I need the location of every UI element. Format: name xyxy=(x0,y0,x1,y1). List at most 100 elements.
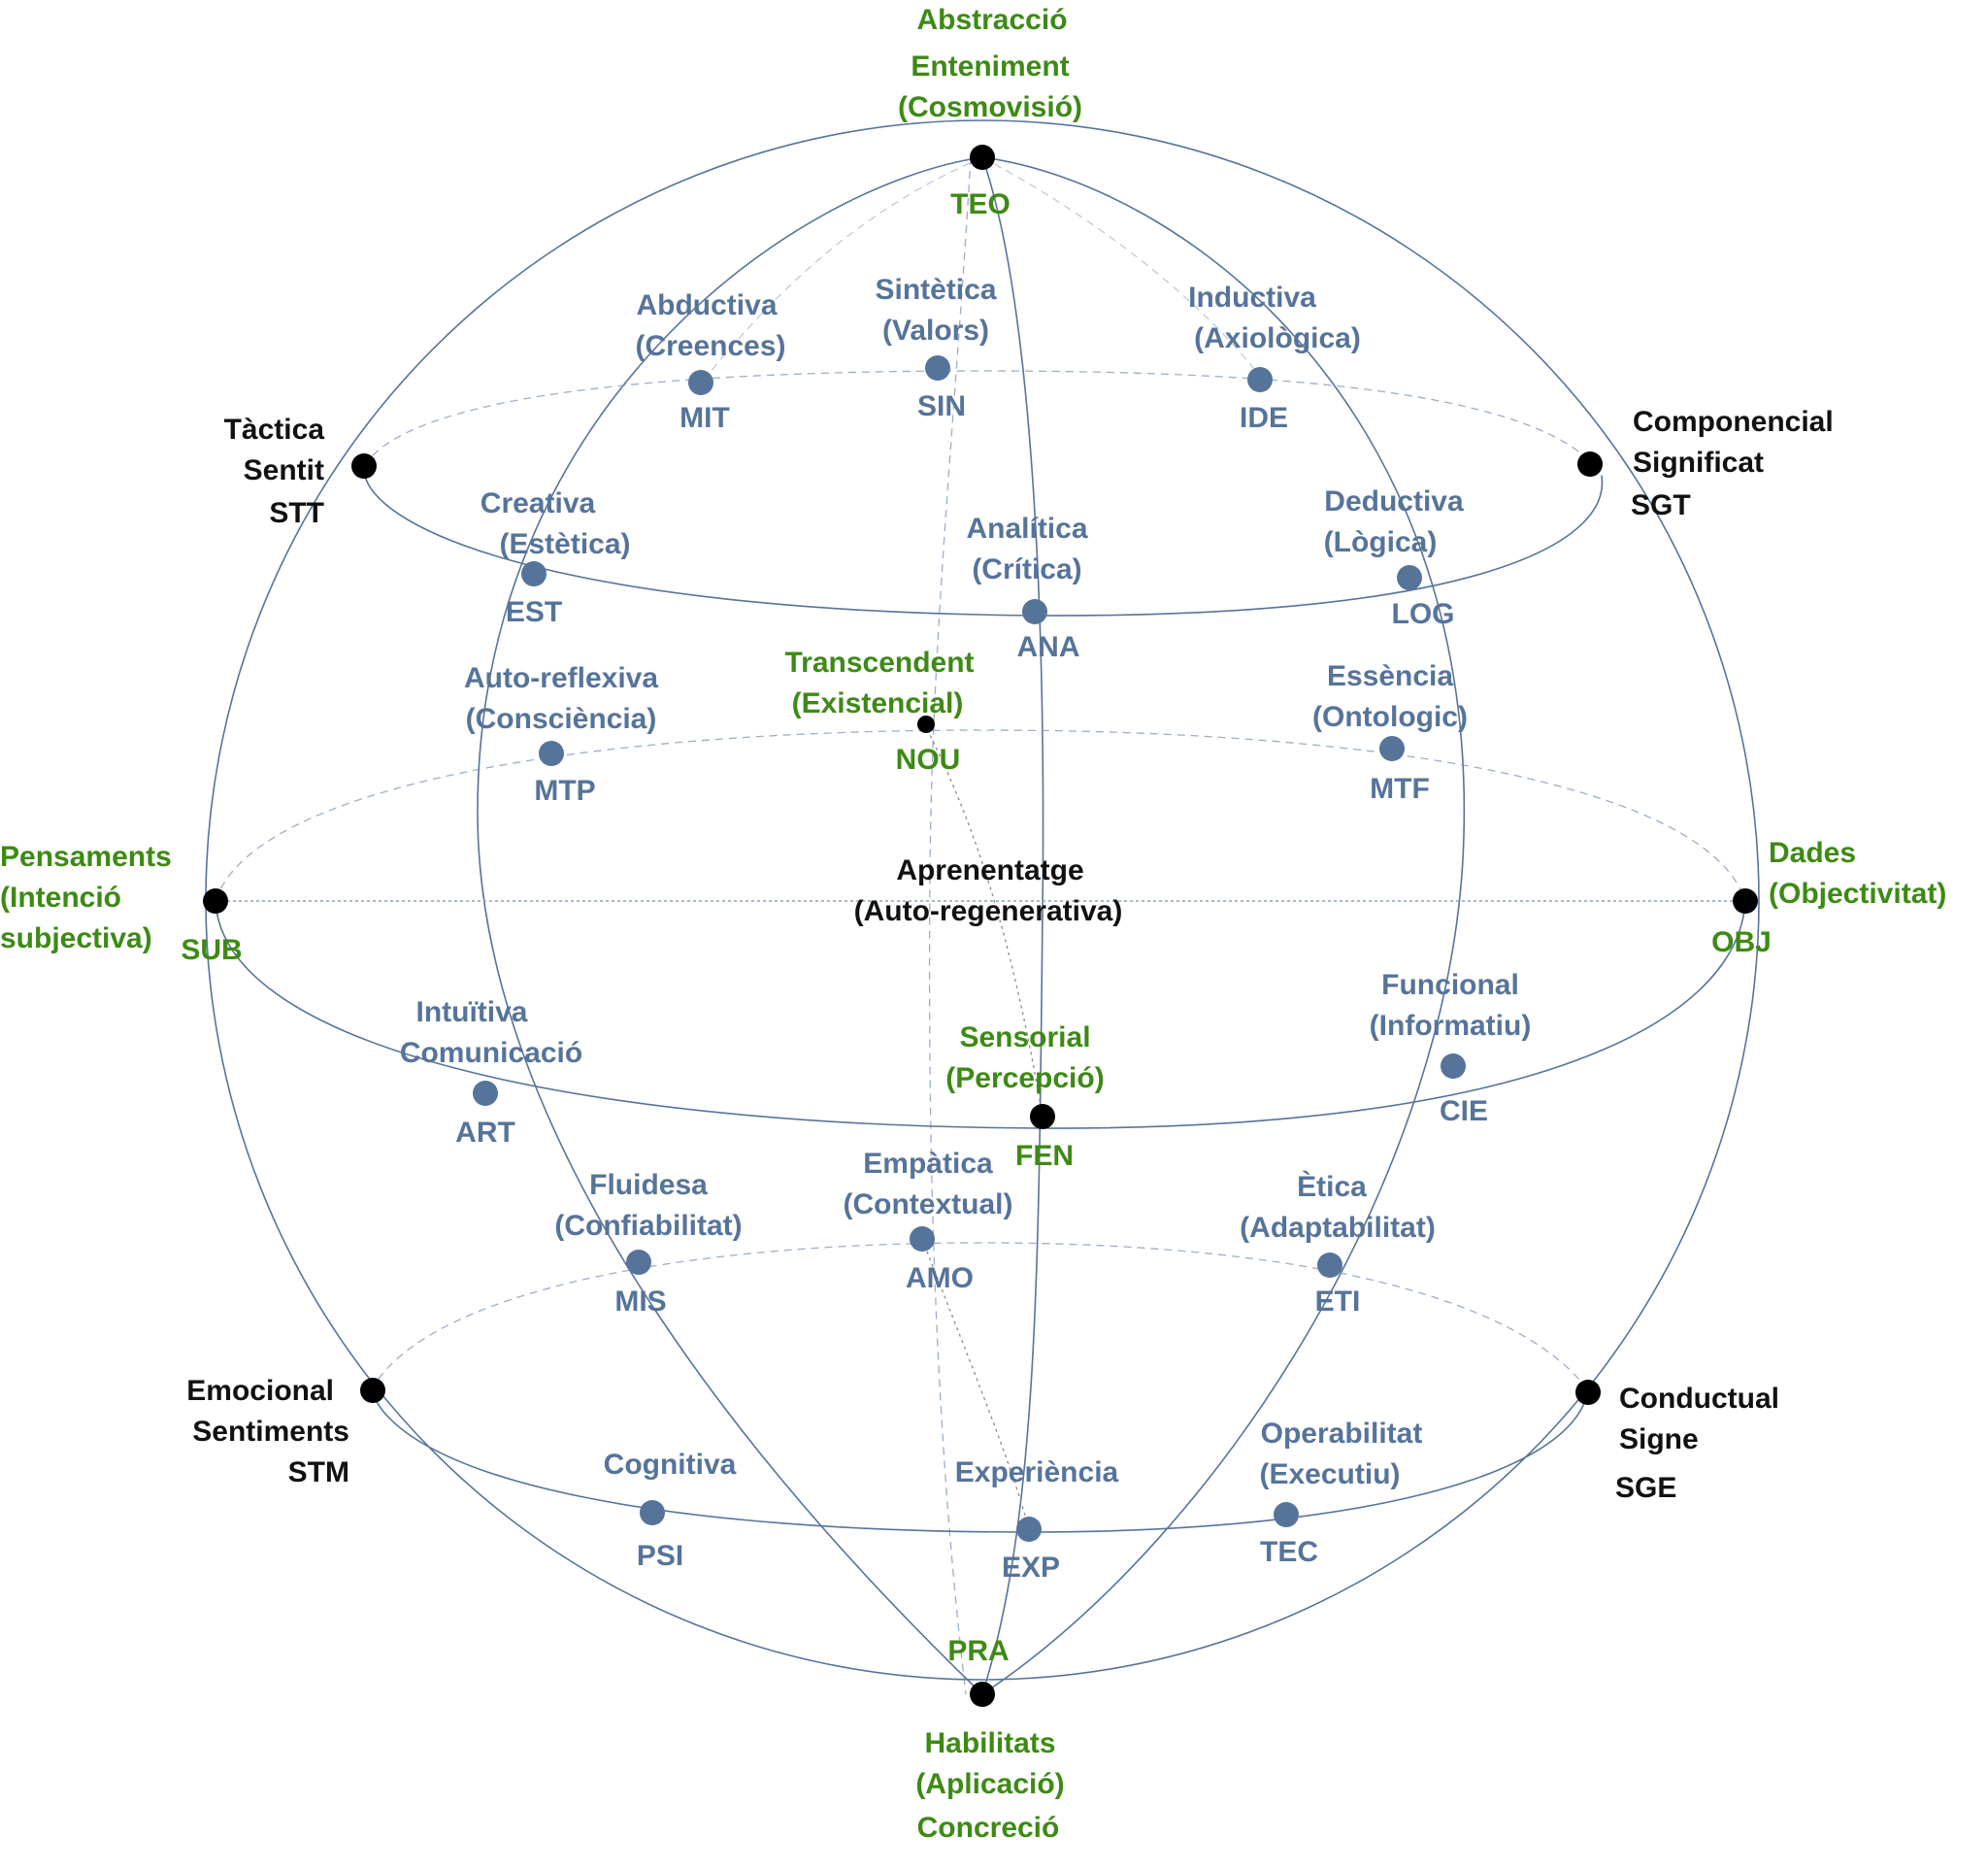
diagonal-amo-exp xyxy=(921,1238,1030,1530)
node-sge[interactable] xyxy=(1575,1380,1601,1405)
node-exp[interactable] xyxy=(1016,1517,1042,1542)
corner-tr-line2: Significat xyxy=(1633,447,1764,479)
node-fen[interactable] xyxy=(1030,1104,1055,1129)
left-pole-code: SUB xyxy=(181,934,242,966)
node-tec[interactable] xyxy=(1274,1502,1299,1527)
amo-line1: Empàtica xyxy=(863,1148,993,1180)
cie-line1: Funcional xyxy=(1381,969,1519,1001)
meridian-east-front xyxy=(981,156,1466,1695)
cie-code: CIE xyxy=(1440,1095,1488,1127)
node-mtf[interactable] xyxy=(1379,736,1405,761)
top-pole-line2: Enteniment xyxy=(911,50,1069,83)
node-cie[interactable] xyxy=(1441,1053,1466,1079)
left-pole-line2: (Intenció xyxy=(0,882,121,914)
node-sgt[interactable] xyxy=(1577,451,1603,477)
exp-code: EXP xyxy=(1002,1552,1060,1584)
node-teo[interactable] xyxy=(970,145,995,170)
equator-back xyxy=(215,729,1746,902)
node-pra[interactable] xyxy=(970,1682,995,1707)
top-pole-line3: (Cosmovisió) xyxy=(898,91,1082,123)
node-amo[interactable] xyxy=(910,1226,935,1252)
corner-bl-line1: Emocional xyxy=(186,1375,334,1407)
meridian-back-east xyxy=(981,156,1263,380)
mis-line1: Fluidesa xyxy=(589,1169,708,1201)
node-mtp[interactable] xyxy=(539,741,564,766)
top-pole-line1: Abstracció xyxy=(916,4,1067,36)
cie-line2: (Informatiu) xyxy=(1370,1010,1532,1042)
mtp-line2: (Consciència) xyxy=(466,703,657,735)
ide-line1: Inductiva xyxy=(1188,282,1316,314)
exp-line1: Experiència xyxy=(955,1456,1119,1488)
sphere-wireframe xyxy=(205,119,1760,1695)
nodes xyxy=(203,145,1758,1707)
tec-line1: Operabilitat xyxy=(1261,1418,1423,1450)
right-pole-code: OBJ xyxy=(1711,926,1772,958)
node-stm[interactable] xyxy=(360,1378,385,1403)
amo-code: AMO xyxy=(906,1262,974,1294)
node-sub[interactable] xyxy=(203,888,228,914)
nou-line1: Transcendent xyxy=(784,647,974,679)
node-mit[interactable] xyxy=(688,370,713,395)
ana-line1: Analítica xyxy=(966,513,1087,545)
mit-code: MIT xyxy=(679,402,730,434)
bottom-pole-line2: (Aplicació) xyxy=(915,1768,1064,1800)
left-pole-line1: Pensaments xyxy=(0,841,172,873)
node-log[interactable] xyxy=(1397,565,1422,590)
sin-code: SIN xyxy=(917,390,966,422)
corner-tl-line2: Sentit xyxy=(244,454,324,486)
mtf-code: MTF xyxy=(1370,773,1430,805)
labels: Abstracció Enteniment (Cosmovisió) TEO P… xyxy=(0,4,1946,1844)
diagonal-nou-fen xyxy=(923,722,1044,1118)
center-line1: Aprenentatge xyxy=(896,854,1083,886)
bottom-pole-code: PRA xyxy=(947,1635,1009,1667)
est-code: EST xyxy=(506,596,562,628)
bottom-pole-line1: Habilitats xyxy=(924,1727,1055,1759)
mtp-line1: Auto-reflexiva xyxy=(464,662,658,694)
sin-line1: Sintètica xyxy=(875,274,996,306)
corner-br-code: SGE xyxy=(1615,1472,1676,1504)
meridian-back-west xyxy=(704,156,983,380)
latitude-lower-back xyxy=(370,1242,1589,1391)
right-pole-line1: Dades xyxy=(1769,837,1856,869)
tec-line2: (Executiu) xyxy=(1259,1458,1400,1490)
fen-code: FEN xyxy=(1015,1140,1074,1172)
fen-line1: Sensorial xyxy=(959,1021,1090,1053)
node-eti[interactable] xyxy=(1317,1252,1342,1278)
eti-code: ETI xyxy=(1315,1286,1361,1318)
amo-line2: (Contextual) xyxy=(844,1188,1013,1220)
fen-line2: (Percepció) xyxy=(945,1062,1104,1094)
node-est[interactable] xyxy=(521,561,547,586)
psi-line1: Cognitiva xyxy=(604,1449,737,1481)
art-line1: Intuïtiva xyxy=(415,996,527,1028)
corner-br-line1: Conductual xyxy=(1619,1383,1779,1415)
mit-line1: Abductiva xyxy=(636,289,777,321)
mtf-line2: (Ontologic) xyxy=(1312,701,1468,733)
corner-br-line2: Signe xyxy=(1619,1423,1699,1455)
node-ana[interactable] xyxy=(1022,599,1047,624)
node-sin[interactable] xyxy=(925,355,950,381)
left-pole-line3: subjectiva) xyxy=(0,922,152,954)
corner-tr-code: SGT xyxy=(1631,489,1691,521)
node-psi[interactable] xyxy=(640,1500,665,1525)
ide-line2: (Axiològica) xyxy=(1194,322,1361,354)
corner-tl-code: STT xyxy=(269,497,324,529)
log-line2: (Lògica) xyxy=(1324,526,1438,558)
nou-code: NOU xyxy=(896,744,961,776)
log-code: LOG xyxy=(1392,598,1455,630)
node-nou[interactable] xyxy=(917,716,935,733)
node-art[interactable] xyxy=(473,1081,498,1106)
mis-code: MIS xyxy=(614,1286,666,1318)
eti-line2: (Adaptabilitat) xyxy=(1240,1212,1436,1244)
node-ide[interactable] xyxy=(1247,367,1273,392)
mit-line2: (Creences) xyxy=(635,330,785,362)
psi-code: PSI xyxy=(637,1540,683,1572)
corner-tr-line1: Componencial xyxy=(1633,406,1834,438)
node-stt[interactable] xyxy=(351,453,377,479)
node-obj[interactable] xyxy=(1733,888,1758,914)
right-pole-line2: (Objectivitat) xyxy=(1769,878,1946,910)
top-pole-code: TEO xyxy=(950,188,1011,220)
ana-code: ANA xyxy=(1017,631,1080,663)
node-mis[interactable] xyxy=(626,1250,651,1275)
est-line1: Creativa xyxy=(480,487,596,519)
